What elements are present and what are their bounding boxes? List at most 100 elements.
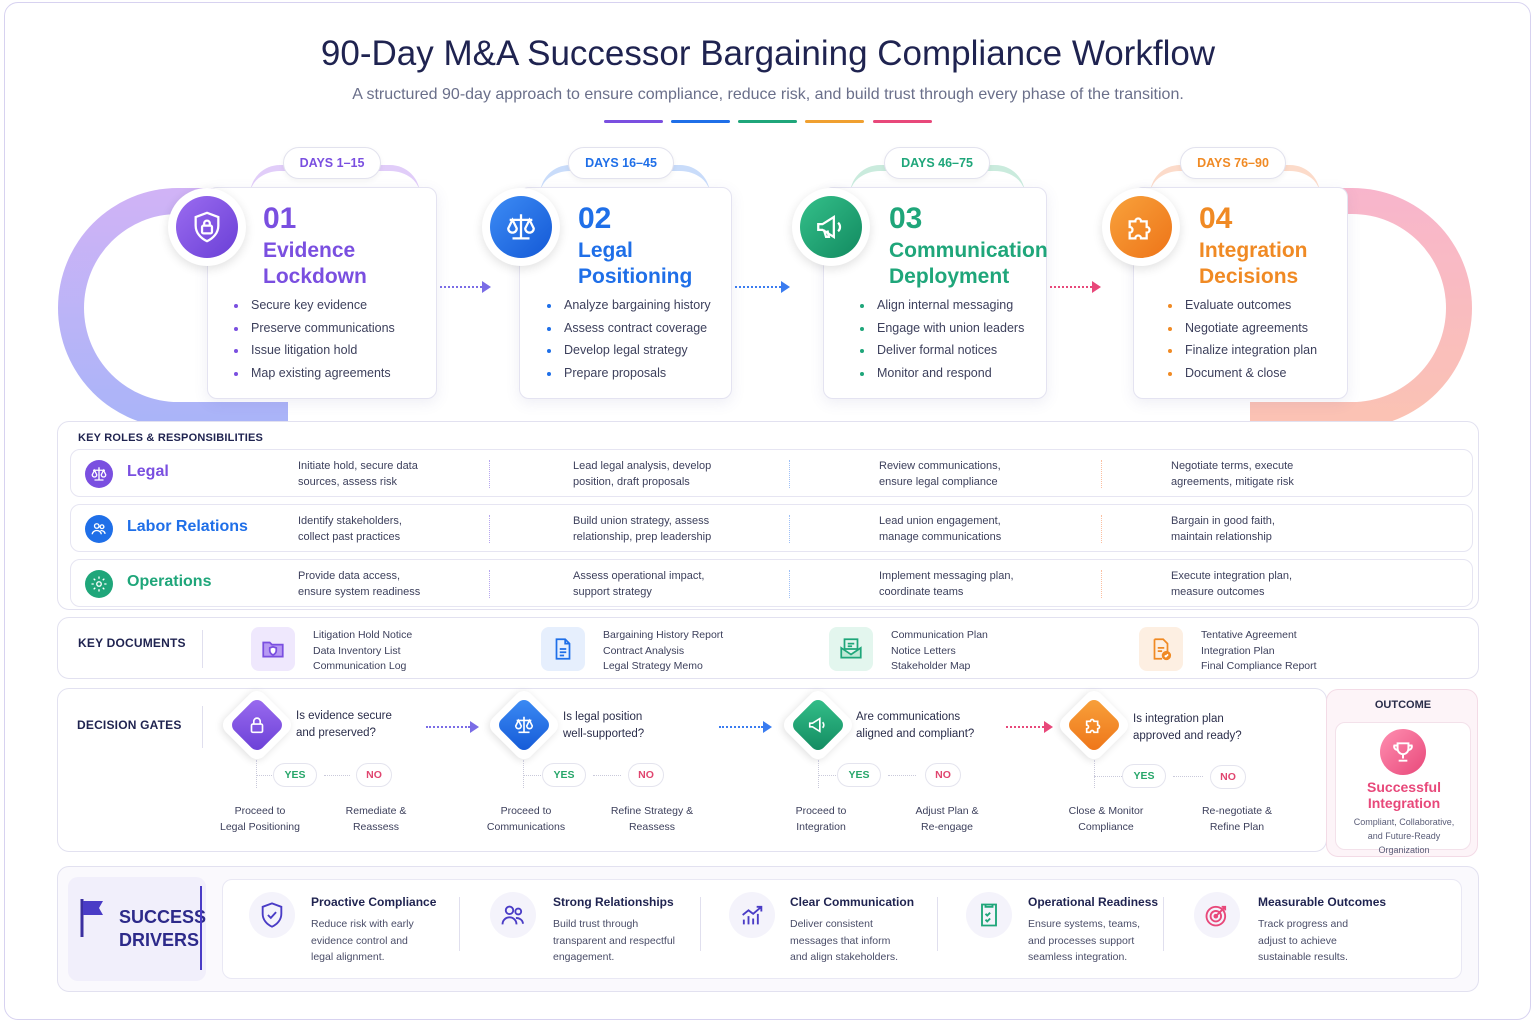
underline-blue bbox=[671, 120, 730, 123]
phase-tasks: Evaluate outcomes Negotiate agreements F… bbox=[1168, 298, 1317, 389]
role-row-legal[interactable]: Legal Initiate hold, secure data sources… bbox=[70, 449, 1473, 497]
no-outcome: Refine Strategy & Reassess bbox=[610, 805, 694, 833]
task-item: Align internal messaging bbox=[860, 298, 1024, 321]
connector bbox=[1094, 760, 1095, 788]
phase-tasks: Align internal messaging Engage with uni… bbox=[860, 298, 1024, 389]
phase-icon-3 bbox=[792, 188, 870, 266]
connector bbox=[818, 760, 819, 788]
people-icon bbox=[91, 523, 106, 535]
role-icon bbox=[85, 515, 113, 543]
folder-shield-icon bbox=[262, 641, 284, 658]
task-item: Evaluate outcomes bbox=[1168, 298, 1317, 321]
role-cell: Lead legal analysis, develop position, d… bbox=[573, 460, 712, 488]
puzzle-icon bbox=[1128, 217, 1151, 240]
phase-number: 04 bbox=[1199, 202, 1233, 235]
divider bbox=[459, 897, 460, 951]
puzzle-icon bbox=[1085, 718, 1101, 734]
outcome-panel: OUTCOME Successful Integration Compliant… bbox=[1326, 689, 1478, 857]
flow-arrow-1 bbox=[440, 281, 491, 293]
role-name: Labor Relations bbox=[127, 518, 248, 535]
task-item: Issue litigation hold bbox=[234, 343, 395, 366]
gate-question: Are communications aligned and compliant… bbox=[856, 711, 975, 740]
role-name: Operations bbox=[127, 573, 212, 590]
divider bbox=[700, 897, 701, 951]
page-subtitle: A structured 90-day approach to ensure c… bbox=[352, 86, 1184, 103]
yes-outcome: Proceed to Legal Positioning bbox=[220, 805, 300, 833]
task-item: Negotiate agreements bbox=[1168, 321, 1317, 344]
role-icon bbox=[85, 570, 113, 598]
gate-icon-1 bbox=[218, 686, 296, 764]
days-badge-2: DAYS 16–45 bbox=[568, 147, 674, 179]
outcome-card: Successful Integration Compliant, Collab… bbox=[1335, 722, 1471, 855]
phase-number: 01 bbox=[263, 202, 297, 235]
scales-icon bbox=[91, 467, 107, 481]
connector bbox=[523, 775, 541, 776]
task-item: Deliver formal notices bbox=[860, 343, 1024, 366]
driver-title: Clear Communication bbox=[790, 895, 915, 909]
divider bbox=[1101, 460, 1102, 488]
no-outcome: Adjust Plan & Re-engage bbox=[915, 805, 979, 833]
no-badge: NO bbox=[356, 763, 392, 787]
driver-desc: Reduce risk with early evidence control … bbox=[311, 918, 414, 963]
divider bbox=[489, 515, 490, 543]
driver-icon-3 bbox=[729, 892, 775, 938]
doc-list: Communication Plan Notice Letters Stakeh… bbox=[891, 629, 988, 672]
outcome-title: Successful Integration bbox=[1367, 779, 1441, 811]
doc-icon-3 bbox=[829, 627, 873, 671]
flow-arrow-2 bbox=[735, 281, 790, 293]
outcome-label: OUTCOME bbox=[1374, 699, 1432, 711]
task-item: Preserve communications bbox=[234, 321, 395, 344]
role-cell: Build union strategy, assess relationshi… bbox=[573, 515, 712, 543]
role-row-operations[interactable]: Operations Provide data access, ensure s… bbox=[70, 559, 1473, 607]
divider bbox=[1101, 570, 1102, 598]
driver-title: Strong Relationships bbox=[553, 895, 674, 909]
gate-question: Is evidence secure and preserved? bbox=[296, 710, 392, 739]
role-cell: Bargain in good faith, maintain relation… bbox=[1171, 515, 1275, 543]
underline-green bbox=[738, 120, 797, 123]
task-item: Analyze bargaining history bbox=[547, 298, 711, 321]
chart-growth-icon bbox=[742, 905, 763, 925]
role-cell: Negotiate terms, execute agreements, mit… bbox=[1171, 460, 1294, 488]
connector bbox=[818, 775, 836, 776]
phase-number: 03 bbox=[889, 202, 923, 235]
target-icon bbox=[1205, 905, 1227, 927]
no-badge: NO bbox=[628, 763, 664, 787]
divider bbox=[789, 515, 790, 543]
doc-icon-4 bbox=[1139, 627, 1183, 671]
driver-icon-2 bbox=[490, 892, 536, 938]
task-item: Prepare proposals bbox=[547, 366, 711, 389]
gate-question: Is legal position well-supported? bbox=[563, 711, 645, 740]
connector bbox=[256, 775, 272, 776]
mail-document-icon bbox=[840, 638, 862, 659]
gate-arrow-1 bbox=[426, 721, 479, 733]
driver-desc: Track progress and adjust to achieve sus… bbox=[1258, 918, 1349, 963]
megaphone-icon bbox=[808, 717, 825, 733]
role-row-labor-relations[interactable]: Labor Relations Identify stakeholders, c… bbox=[70, 504, 1473, 552]
yes-badge: YES bbox=[837, 763, 881, 787]
divider bbox=[489, 570, 490, 598]
doc-list: Bargaining History Report Contract Analy… bbox=[603, 629, 724, 672]
divider bbox=[200, 886, 202, 970]
role-cell: Execute integration plan, measure outcom… bbox=[1171, 570, 1293, 598]
roles-label: KEY ROLES & RESPONSIBILITIES bbox=[78, 432, 264, 444]
driver-title: Measurable Outcomes bbox=[1258, 895, 1387, 909]
no-badge: NO bbox=[925, 763, 961, 787]
people-icon bbox=[501, 905, 524, 925]
page-frame bbox=[4, 2, 1531, 1020]
connector bbox=[523, 760, 524, 788]
connector bbox=[324, 775, 350, 776]
days-badge-3: DAYS 46–75 bbox=[884, 147, 990, 179]
doc-list: Litigation Hold Notice Data Inventory Li… bbox=[313, 629, 413, 672]
role-cell: Assess operational impact, support strat… bbox=[573, 570, 705, 598]
no-badge: NO bbox=[1210, 765, 1246, 789]
underline-pink bbox=[873, 120, 932, 123]
task-item: Engage with union leaders bbox=[860, 321, 1024, 344]
doc-icon-2 bbox=[541, 627, 585, 671]
flow-arrow-3 bbox=[1050, 281, 1101, 293]
role-cell: Review communications, ensure legal comp… bbox=[879, 460, 1001, 488]
phase-icon-1 bbox=[168, 188, 246, 266]
driver-title: Operational Readiness bbox=[1028, 895, 1159, 909]
